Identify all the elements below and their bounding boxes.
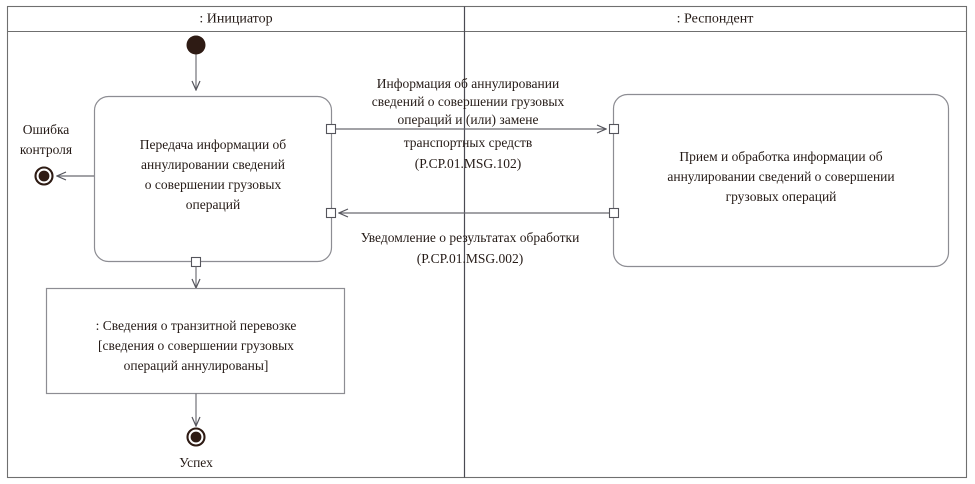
flow-activity-to-object (190, 256, 202, 289)
port-respondent-request-in[interactable] (608, 123, 620, 135)
error-branch: Ошибка контроля (20, 122, 94, 186)
port-respondent-response-out[interactable] (608, 207, 620, 219)
initiator-activity-line-2: аннулировании сведений (141, 157, 285, 172)
message-request-line-3: операций и (или) замене (398, 112, 539, 127)
initial-node-circle (186, 35, 206, 55)
message-request-line-2: сведений о совершении грузовых (372, 94, 565, 109)
object-node-line-2: [сведения о совершении грузовых (98, 338, 294, 353)
object-node-line-1: : Сведения о транзитной перевозке (96, 318, 297, 333)
port-initiator-response-in[interactable] (325, 207, 337, 219)
object-node-box[interactable] (45, 287, 346, 395)
respondent-activity-line-1: Прием и обработка информации об (679, 149, 882, 164)
error-final-node-core (38, 170, 50, 182)
object-node[interactable]: : Сведения о транзитной перевозке [сведе… (45, 287, 346, 395)
object-node-line-3: операций аннулированы] (124, 358, 269, 373)
message-request[interactable]: Информация об аннулировании сведений о с… (325, 76, 620, 171)
lane-header-respondent: : Респондент (677, 12, 754, 27)
success-final-node-core (190, 431, 202, 443)
lane-title-initiator: : Инициатор (199, 12, 272, 27)
error-end-label-line-1: Ошибка (23, 122, 70, 137)
initial-node (186, 35, 206, 91)
port-initiator-request-out[interactable] (325, 123, 337, 135)
initiator-activity[interactable]: Передача информации об аннулировании све… (93, 95, 333, 263)
respondent-activity-box[interactable] (612, 93, 950, 268)
respondent-activity-line-2: аннулировании сведений о совершении (667, 169, 894, 184)
message-request-line-4: транспортных средств (404, 135, 533, 150)
message-response[interactable]: Уведомление о результатах обработки (P.C… (325, 207, 620, 267)
port-initiator-activity-out[interactable] (190, 256, 202, 268)
initiator-activity-line-3: о совершении грузовых (145, 177, 282, 192)
success-branch: Успех (179, 393, 213, 470)
respondent-activity[interactable]: Прием и обработка информации об аннулиро… (612, 93, 950, 268)
initiator-activity-line-4: операций (186, 197, 240, 212)
message-request-line-1: Информация об аннулировании (377, 76, 559, 91)
message-response-line-2: (P.CP.01.MSG.002) (417, 251, 524, 266)
message-request-line-5: (P.CP.01.MSG.102) (415, 156, 522, 171)
lane-title-respondent: : Респондент (677, 12, 754, 27)
error-end-label-line-2: контроля (20, 142, 72, 157)
success-end-label: Успех (179, 455, 213, 470)
initiator-activity-line-1: Передача информации об (140, 137, 287, 152)
initiator-activity-box[interactable] (93, 95, 333, 263)
respondent-activity-line-3: грузовых операций (726, 189, 837, 204)
message-response-line-1: Уведомление о результатах обработки (361, 230, 580, 245)
lane-header-initiator: : Инициатор (199, 12, 272, 27)
